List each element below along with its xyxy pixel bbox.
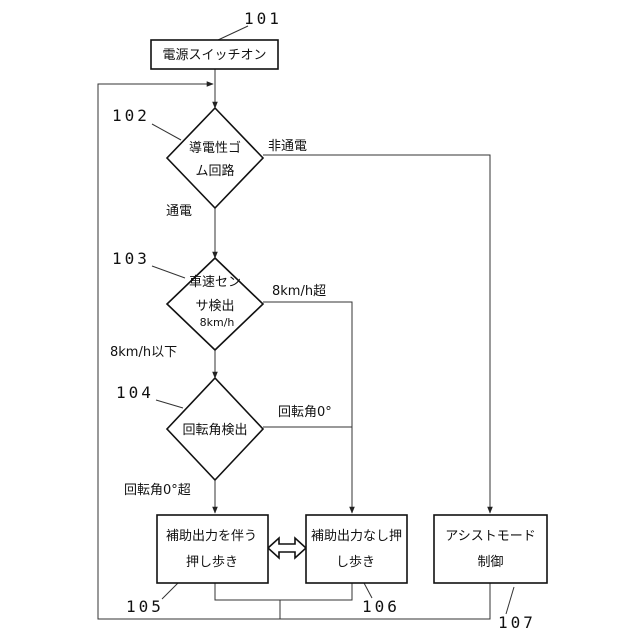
decision-104-line-1: 回転角検出 <box>182 423 247 438</box>
label-speed-over: 8km/h超 <box>272 284 326 299</box>
decision-103-line-3: 8km/h <box>200 316 235 329</box>
process-106-line-1: 補助出力なし押 <box>311 529 402 544</box>
double-arrow-icon <box>268 538 306 558</box>
leader-107 <box>506 587 514 614</box>
leader-104 <box>156 400 183 408</box>
process-box-105 <box>157 515 268 583</box>
label-not-conductive: 非通電 <box>268 139 307 154</box>
loop-from-105 <box>215 583 352 600</box>
ref-106: 106 <box>362 597 400 616</box>
label-conductive: 通電 <box>166 204 192 219</box>
speed-sensor-decision: 車速セン サ検出 8km/h 8km/h超 8km/h以下 <box>110 258 326 360</box>
decision-diamond-102 <box>167 108 263 208</box>
walk-with-assist-step: 補助出力を伴う 押し歩き <box>157 515 268 583</box>
leader-103 <box>152 266 185 278</box>
flow-102-to-107 <box>263 155 490 513</box>
leader-106 <box>364 583 372 598</box>
decision-102-line-2: ム回路 <box>195 163 234 179</box>
label-rotation-zero: 回転角0° <box>278 405 332 420</box>
ref-104: 104 <box>116 383 154 402</box>
assist-mode-control-step: アシストモード 制御 <box>434 515 547 583</box>
leader-102 <box>152 124 181 140</box>
rotation-angle-decision: 回転角検出 回転角0° 回転角0°超 <box>124 378 332 498</box>
ref-101: 101 <box>244 9 282 28</box>
label-rotation-over: 回転角0°超 <box>124 483 191 498</box>
ref-105: 105 <box>126 597 164 616</box>
start-step: 電源スイッチオン <box>151 40 278 69</box>
start-label: 電源スイッチオン <box>162 48 266 63</box>
process-105-line-2: 押し歩き <box>186 555 238 570</box>
label-speed-under: 8km/h以下 <box>110 345 177 360</box>
process-box-106 <box>306 515 407 583</box>
process-106-line-2: し歩き <box>336 555 375 570</box>
walk-without-assist-step: 補助出力なし押 し歩き <box>306 515 407 583</box>
leader-101 <box>218 26 248 40</box>
process-box-107 <box>434 515 547 583</box>
decision-103-line-1: 車速セン <box>189 275 241 290</box>
ref-103: 103 <box>112 249 150 268</box>
process-107-line-1: アシストモード <box>445 529 535 544</box>
process-107-line-2: 制御 <box>477 555 503 570</box>
ref-102: 102 <box>112 106 150 125</box>
leader-105 <box>162 583 178 599</box>
process-105-line-1: 補助出力を伴う <box>166 529 257 544</box>
decision-102-line-1: 導電性ゴ <box>189 140 241 156</box>
conductive-rubber-decision: 導電性ゴ ム回路 非通電 通電 <box>166 108 307 219</box>
ref-107: 107 <box>498 613 536 632</box>
decision-103-line-2: サ検出 <box>195 299 234 314</box>
